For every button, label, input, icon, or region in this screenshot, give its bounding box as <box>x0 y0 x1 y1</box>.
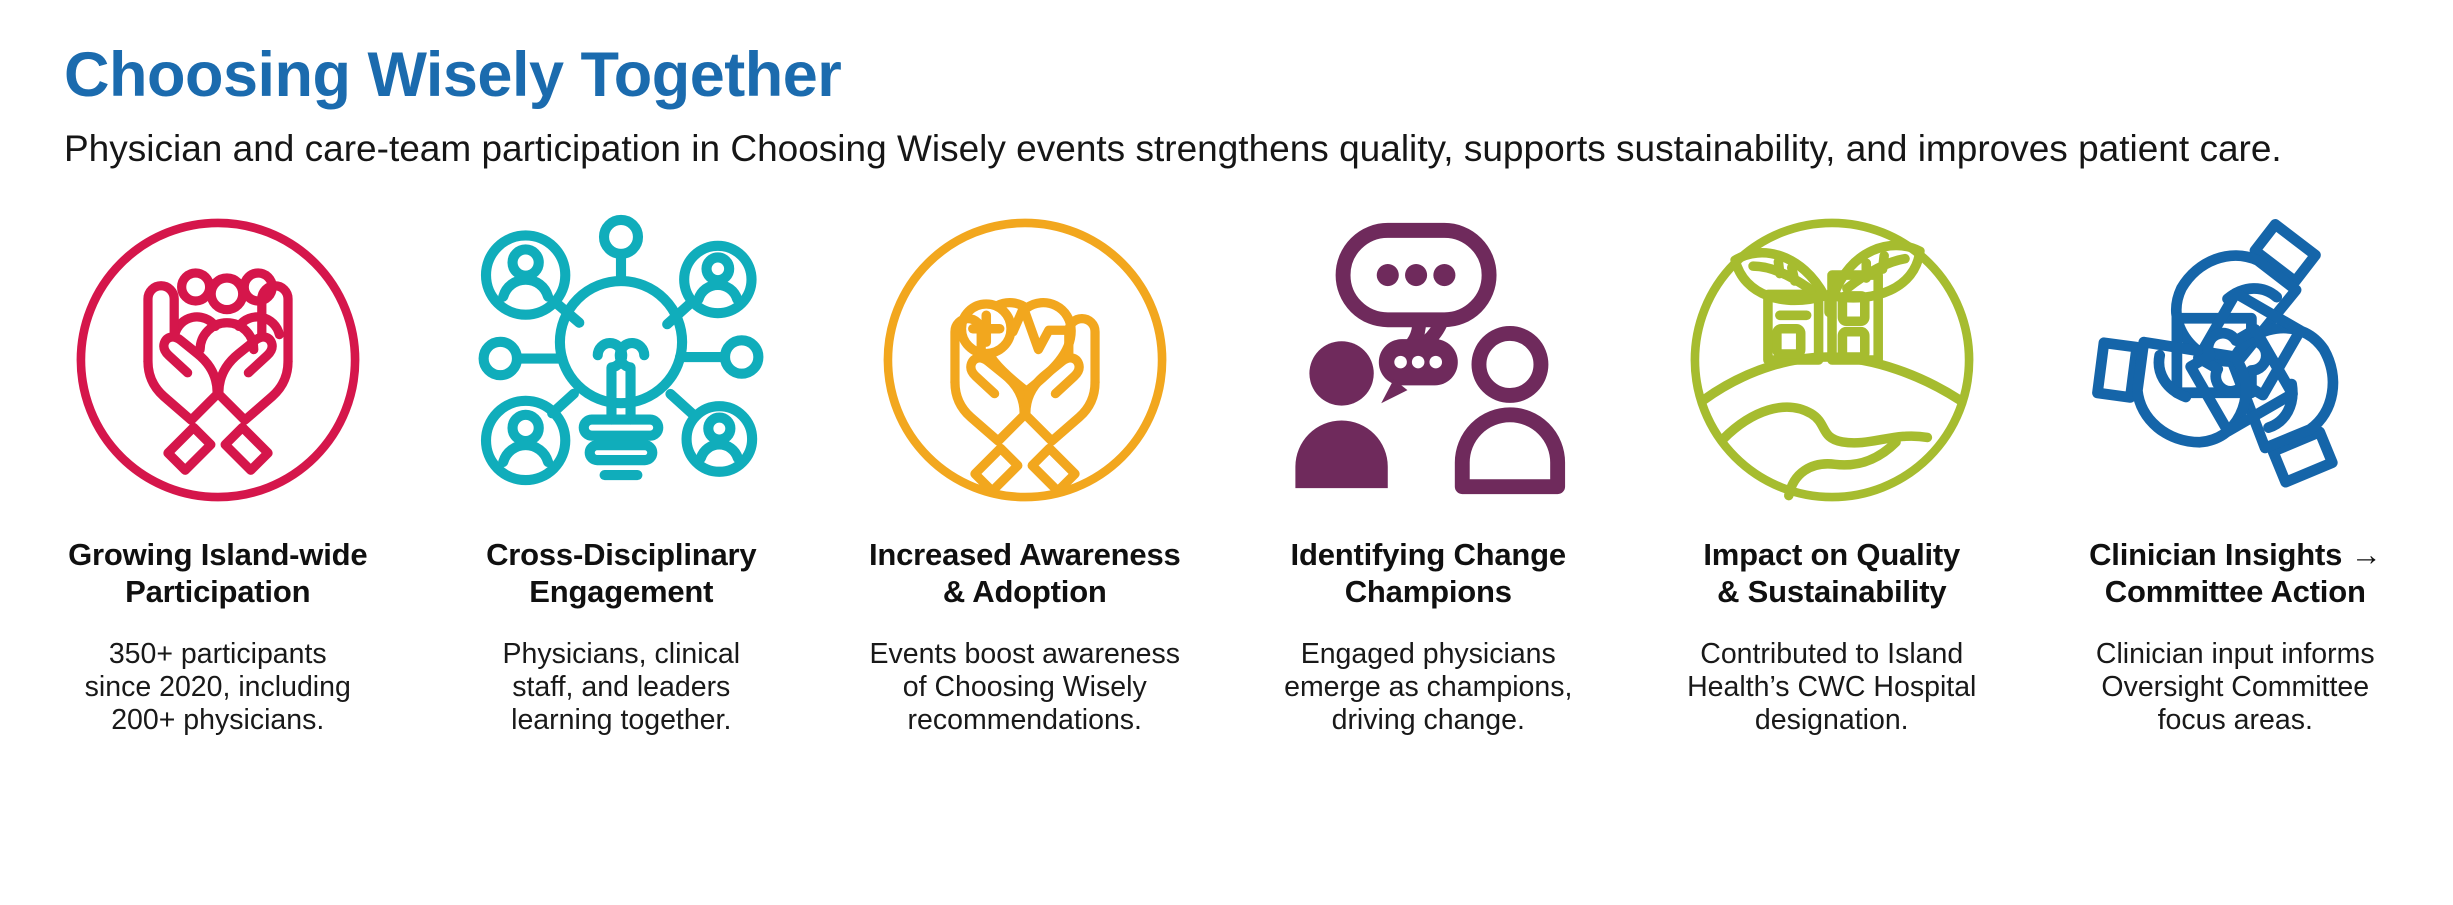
header: Choosing Wisely Together Physician and c… <box>0 0 2453 171</box>
feature-heading: Increased Awareness & Adoption <box>868 536 1181 609</box>
page-title: Choosing Wisely Together <box>64 40 842 110</box>
people-conversation-icon <box>1295 222 1566 495</box>
feature-heading: Impact on Quality & Sustainability <box>1703 536 1961 609</box>
feature-description: Engaged physicians emerge as champions, … <box>1284 637 1573 737</box>
feature-description: 350+ participants since 2020, including … <box>84 637 351 737</box>
feature-heading: Identifying Change Champions <box>1290 536 1567 609</box>
lightbulb-network-icon <box>478 214 764 486</box>
feature-columns: Growing Island-wide Participation 350+ p… <box>0 203 2453 738</box>
feature-description: Clinician input informs Oversight Commit… <box>2095 637 2375 737</box>
page-subtitle: Physician and care-team participation in… <box>64 127 2282 169</box>
column-sustainability: Impact on Quality & Sustainability Contr… <box>1630 203 2034 738</box>
column-awareness: Increased Awareness & Adoption Events bo… <box>823 203 1227 738</box>
feature-description: Physicians, clinical staff, and leaders … <box>502 637 741 737</box>
feature-heading: Cross-Disciplinary Engagement <box>486 536 757 609</box>
globe-sustainability-icon <box>1690 218 1974 502</box>
column-engagement: Cross-Disciplinary Engagement Physicians… <box>420 203 824 738</box>
feature-heading: Clinician Insights → Committee Action <box>2089 536 2382 609</box>
column-insights: Clinician Insights → Committee Action Cl… <box>2034 203 2438 738</box>
hands-heart-pulse-icon <box>883 218 1167 502</box>
column-participation: Growing Island-wide Participation 350+ p… <box>16 203 420 738</box>
feature-description: Contributed to Island Health’s CWC Hospi… <box>1687 637 1977 737</box>
feature-description: Events boost awareness of Choosing Wisel… <box>869 637 1180 737</box>
hands-holding-people-icon <box>76 218 360 502</box>
column-champions: Identifying Change Champions Engaged phy… <box>1227 203 1631 738</box>
hands-puzzle-pieces-icon <box>2092 218 2339 488</box>
feature-heading: Growing Island-wide Participation <box>68 536 368 609</box>
